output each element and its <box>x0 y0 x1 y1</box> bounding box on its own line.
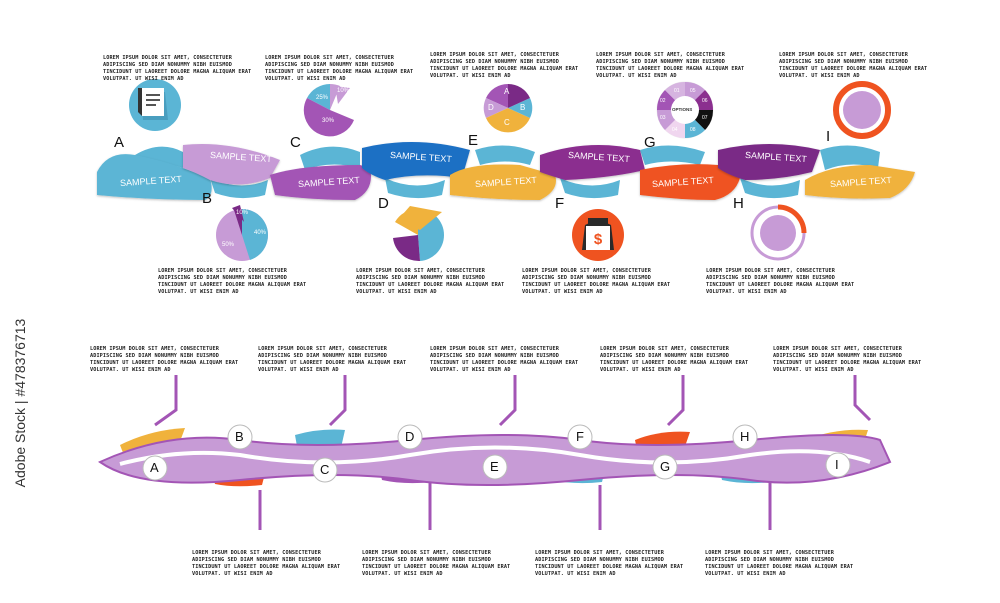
lorem-top-i: LOREM IPSUM DOLOR SIT AMET, CONSECTETUER… <box>779 52 928 79</box>
letter-f: F <box>555 195 565 212</box>
lorem-bottom-top-1: LOREM IPSUM DOLOR SIT AMET, CONSECTETUER… <box>90 346 239 373</box>
pie-b-label-10: 10% <box>236 210 249 216</box>
options-06: 06 <box>702 98 708 104</box>
bottom-letter-c: C <box>320 462 330 477</box>
document-icon <box>129 79 181 131</box>
bottom-letter-a: A <box>150 460 159 475</box>
watermark-text: Adobe Stock | #478376713 <box>12 318 28 488</box>
lorem-bottom-top-5: LOREM IPSUM DOLOR SIT AMET, CONSECTETUER… <box>773 346 922 373</box>
quad-a: A <box>504 87 510 96</box>
svg-text:$: $ <box>594 231 603 248</box>
lorem-bottom-low-2: LOREM IPSUM DOLOR SIT AMET, CONSECTETUER… <box>362 550 511 577</box>
lorem-mid-d: LOREM IPSUM DOLOR SIT AMET, CONSECTETUER… <box>356 268 505 295</box>
lorem-bottom-low-4: LOREM IPSUM DOLOR SIT AMET, CONSECTETUER… <box>705 550 854 577</box>
lorem-top-c: LOREM IPSUM DOLOR SIT AMET, CONSECTETUER… <box>265 55 414 82</box>
segment-a <box>97 154 212 200</box>
letter-b: B <box>202 190 213 207</box>
watermark-strip: Adobe Stock | #478376713 <box>0 0 40 600</box>
pie-b-label-50: 50% <box>222 242 235 248</box>
letter-i: I <box>826 128 831 145</box>
segment-f <box>540 145 645 180</box>
letter-h: H <box>733 195 744 212</box>
segment-g <box>640 164 740 200</box>
letter-e: E <box>468 132 479 149</box>
segment-i <box>805 165 915 199</box>
bottom-letter-g: G <box>660 459 671 474</box>
lorem-bottom-low-1: LOREM IPSUM DOLOR SIT AMET, CONSECTETUER… <box>192 550 341 577</box>
bottom-letter-i: I <box>835 457 839 472</box>
lorem-top-e: LOREM IPSUM DOLOR SIT AMET, CONSECTETUER… <box>430 52 579 79</box>
segment-b <box>183 144 280 185</box>
options-center: OPTIONS <box>672 107 693 112</box>
pie-chart-b-icon <box>216 205 269 261</box>
pie-chart-d-icon <box>393 206 445 262</box>
options-02: 02 <box>660 98 666 104</box>
segment-d <box>362 141 470 180</box>
options-05: 05 <box>690 88 696 94</box>
ring-progress-icon <box>750 204 807 261</box>
lorem-mid-b: LOREM IPSUM DOLOR SIT AMET, CONSECTETUER… <box>158 268 307 295</box>
letter-d: D <box>378 195 389 212</box>
pie-c-label-30: 30% <box>322 118 335 124</box>
lorem-mid-h: LOREM IPSUM DOLOR SIT AMET, CONSECTETUER… <box>706 268 855 295</box>
bottom-letter-d: D <box>405 429 415 444</box>
bottom-wave <box>97 375 892 530</box>
quad-d: D <box>488 103 494 112</box>
options-01: 01 <box>674 88 680 94</box>
options-ring-icon <box>656 81 714 139</box>
bottom-letter-e: E <box>490 459 499 474</box>
bottom-letter-b: B <box>235 429 244 444</box>
letter-a: A <box>114 134 125 151</box>
bottom-letter-h: H <box>740 429 750 444</box>
options-07: 07 <box>702 115 708 121</box>
segment-e <box>450 164 556 200</box>
lorem-bottom-low-3: LOREM IPSUM DOLOR SIT AMET, CONSECTETUER… <box>535 550 684 577</box>
lorem-bottom-top-3: LOREM IPSUM DOLOR SIT AMET, CONSECTETUER… <box>430 346 579 373</box>
lorem-top-g: LOREM IPSUM DOLOR SIT AMET, CONSECTETUER… <box>596 52 745 79</box>
bottom-letter-f: F <box>576 429 584 444</box>
top-ribbon <box>97 141 915 200</box>
letter-c: C <box>290 134 301 151</box>
pie-b-label-40: 40% <box>254 230 267 236</box>
pie-c-label-25: 25% <box>316 95 329 101</box>
options-04: 04 <box>672 127 678 133</box>
options-03: 03 <box>660 115 666 121</box>
money-bag-icon: $ <box>572 209 624 261</box>
ring-icon <box>833 81 891 139</box>
quad-b: B <box>520 103 526 112</box>
lorem-top-a: LOREM IPSUM DOLOR SIT AMET, CONSECTETUER… <box>103 55 252 82</box>
quad-c: C <box>504 118 510 127</box>
lorem-mid-f: LOREM IPSUM DOLOR SIT AMET, CONSECTETUER… <box>522 268 671 295</box>
bottom-markers <box>142 424 851 483</box>
lorem-bottom-top-2: LOREM IPSUM DOLOR SIT AMET, CONSECTETUER… <box>258 346 407 373</box>
lorem-bottom-top-4: LOREM IPSUM DOLOR SIT AMET, CONSECTETUER… <box>600 346 749 373</box>
segment-c <box>270 165 371 200</box>
pie-c-label-10: 10% <box>337 88 350 94</box>
letter-g: G <box>644 134 656 151</box>
segment-h <box>718 144 820 180</box>
pie-chart-c-icon <box>303 84 354 137</box>
options-08: 08 <box>690 127 696 133</box>
quad-circle-icon <box>483 83 533 133</box>
